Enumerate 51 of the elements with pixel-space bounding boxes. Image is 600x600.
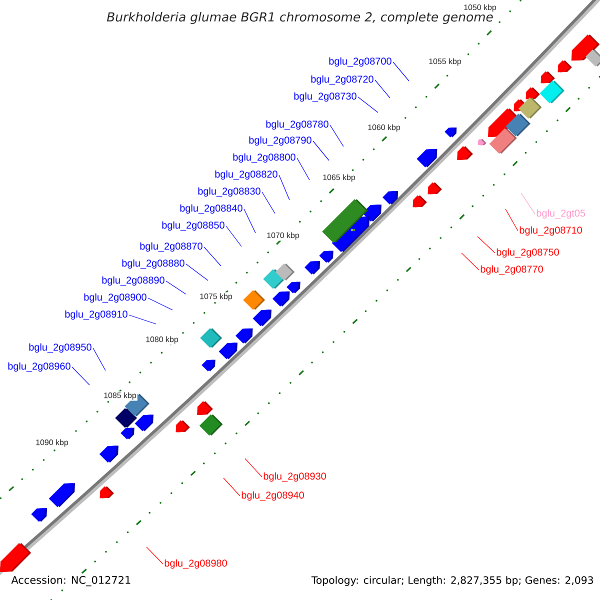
leader-line	[244, 208, 256, 234]
leader-line	[520, 192, 536, 214]
gene-label: bglu_2g08770	[480, 265, 543, 275]
accession-label: Accession: NC_012721	[10, 574, 132, 588]
gene-label: bglu_2g08880	[122, 259, 184, 269]
leader-line	[146, 546, 164, 564]
gene-label: bglu_2g08700	[329, 57, 392, 67]
leader-line	[128, 314, 156, 324]
gene-label: bglu_2g08750	[496, 248, 559, 258]
gene-label: bglu_2g08720	[311, 75, 374, 85]
gene-label: bglu_2g08830	[198, 187, 260, 197]
leader-line	[330, 124, 344, 147]
leader-line	[312, 140, 330, 161]
gene-label: bglu_2g08940	[242, 491, 304, 501]
gene-label: bglu_2g08800	[233, 153, 296, 163]
title: Burkholderia glumae BGR1 chromosome 2, complete genome	[106, 12, 493, 24]
gene-label: bglu_2g08790	[249, 136, 312, 146]
leader-line	[223, 478, 240, 496]
gene-label: bglu_2g08950	[29, 343, 92, 353]
leader-line	[358, 96, 378, 113]
gene-label: bglu_2g08850	[162, 221, 224, 231]
leader-line	[392, 62, 410, 82]
leader-line	[226, 226, 242, 247]
gene-label: bglu_2gt05	[536, 209, 586, 219]
leader-line	[244, 458, 262, 478]
gene-label: bglu_2g08960	[8, 362, 70, 372]
gene-label: bglu_2g08910	[65, 310, 128, 320]
gene-label: bglu_2g08820	[215, 170, 278, 180]
leader-line	[374, 80, 390, 98]
leader-line	[204, 246, 222, 266]
leader-line	[166, 280, 186, 294]
leader-line	[278, 174, 290, 200]
summary-label: Topology: circular; Length: 2,827,355 bp; Genes: 2,093	[310, 575, 595, 587]
gene-label: bglu_2g08870	[140, 242, 202, 252]
leader-line	[262, 192, 276, 214]
leader-line	[505, 208, 518, 232]
leader-line	[477, 236, 496, 254]
leader-line	[92, 348, 106, 371]
gene-label: bglu_2g08890	[102, 276, 164, 286]
gene-label: bglu_2g08930	[264, 472, 326, 482]
leader-line	[296, 158, 310, 180]
leader-line	[186, 264, 208, 281]
gene-label: bglu_2g08840	[180, 204, 242, 214]
gene-label: bglu_2g08980	[164, 559, 227, 569]
gene-label: bglu_2g08710	[520, 226, 582, 236]
leader-line	[461, 252, 480, 270]
gene-label: bglu_2g08900	[84, 293, 146, 303]
leader-line	[148, 298, 173, 310]
gene-label: bglu_2g08730	[294, 92, 356, 102]
gene-label: bglu_2g08780	[266, 120, 328, 130]
leader-line	[72, 366, 90, 386]
